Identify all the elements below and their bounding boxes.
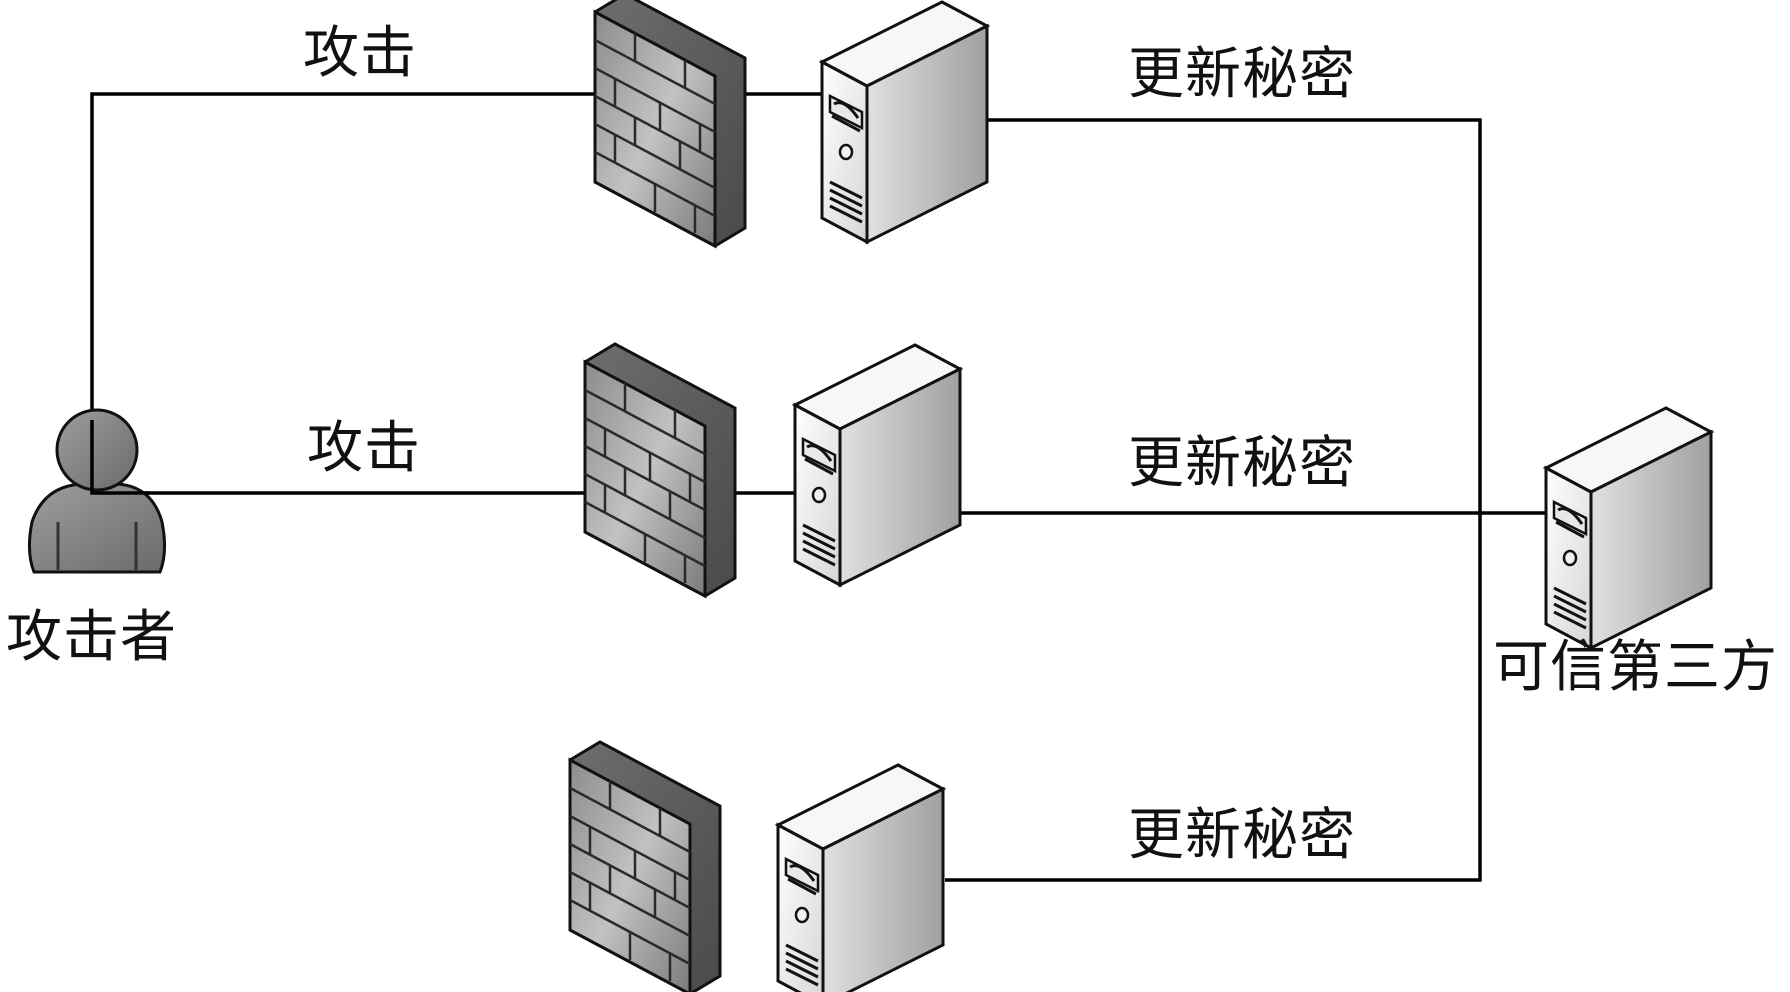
- update-secret-label-bottom: 更新秘密: [1128, 803, 1356, 868]
- server-icon: [820, 0, 989, 244]
- update-secret-label-mid: 更新秘密: [1128, 431, 1356, 496]
- firewall-icon: [593, 0, 747, 248]
- update-secret-label-top: 更新秘密: [1128, 42, 1356, 107]
- attack-label-top: 攻击: [303, 21, 417, 86]
- attacker-label: 攻击者: [6, 605, 177, 670]
- update-path-top: [945, 118, 1482, 882]
- attack-label-mid: 攻击: [307, 416, 421, 481]
- person-icon: [27, 408, 167, 574]
- firewall-icon: [583, 342, 737, 598]
- trusted-third-party-label: 可信第三方: [1493, 635, 1778, 700]
- server-icon: [793, 343, 962, 587]
- firewall-icon: [568, 740, 722, 992]
- server-icon: [776, 763, 945, 992]
- trusted-party-server-icon: [1544, 406, 1713, 650]
